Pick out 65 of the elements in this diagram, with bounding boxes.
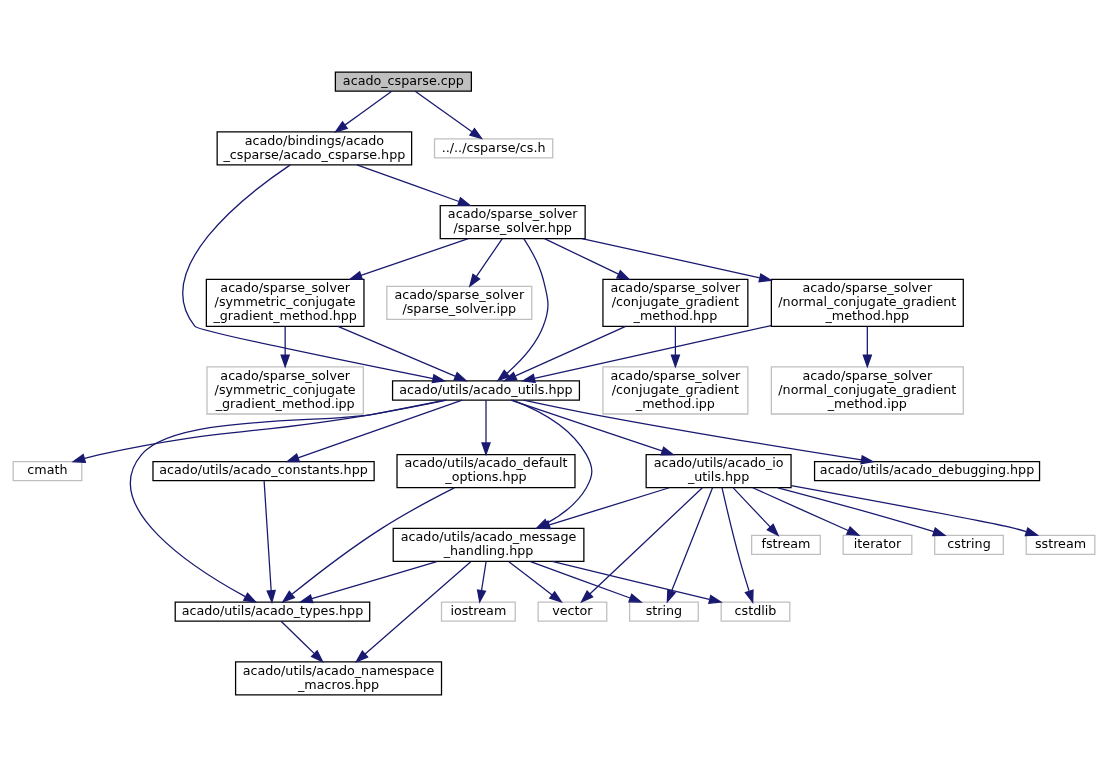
arrow: [71, 399, 448, 463]
node-box: acado/sparse_solver /symmetric_conjugate _gradient_method.ipp: [206, 366, 364, 415]
node-box: acado/utils/acado_namespace _macros.hpp: [234, 661, 443, 696]
node-box: vector: [537, 601, 608, 622]
arrow: [721, 487, 754, 604]
arrow: [476, 561, 487, 604]
node-box: iterator: [842, 534, 913, 556]
arrow: [790, 485, 1040, 537]
node-box: cstdlib: [720, 601, 791, 622]
node-box: string: [629, 601, 699, 622]
node-box: acado/utils/acado_constants.hpp: [152, 461, 375, 482]
arrow: [777, 487, 947, 537]
node-box: cmath: [12, 461, 83, 482]
arrow: [508, 561, 563, 604]
node-box: acado/utils/acado_debugging.hpp: [813, 461, 1041, 482]
arrow: [468, 238, 503, 288]
arrow: [510, 399, 675, 456]
arrow: [298, 560, 438, 604]
arrow: [182, 164, 447, 384]
arrow: [543, 237, 631, 281]
node-box: acado/sparse_solver /normal_conjugate_gradient _method.hpp: [770, 278, 964, 327]
arrow: [354, 561, 472, 663]
node-box: acado/sparse_solver /sparse_solver.hpp: [439, 204, 586, 240]
arrow: [502, 325, 627, 382]
node-box: acado/utils/acado_io _utils.hpp: [645, 454, 792, 489]
node-box: acado/bindings/acado _csparse/acado_csparse.hpp: [216, 131, 413, 166]
arrow: [263, 480, 277, 605]
arrow: [281, 487, 455, 603]
node-box: acado/sparse_solver /conjugate_gradient _method.hpp: [602, 278, 749, 327]
node-box: acado/utils/acado_types.hpp: [174, 601, 371, 622]
node-box: acado/sparse_solver /symmetric_conjugate _gradient_method.hpp: [205, 278, 365, 327]
arrow: [334, 90, 393, 133]
arrow: [529, 560, 643, 603]
node-box: acado/utils/acado_message _handling.hpp: [392, 527, 585, 563]
node-box: acado/sparse_solver /conjugate_gradient _method.ipp: [602, 366, 749, 415]
node-box: acado/utils/acado_default _options.hpp: [396, 454, 576, 489]
arrow: [521, 324, 772, 384]
node-box: fstream: [751, 534, 821, 556]
arrow: [280, 325, 291, 369]
arrow: [581, 237, 773, 283]
node-box: acado/utils/acado_utils.hpp: [391, 380, 581, 401]
node-box: sstream: [1025, 534, 1096, 556]
node-box: ../../csparse/cs.h: [433, 138, 554, 159]
arrow: [129, 399, 446, 603]
arrow: [356, 164, 472, 207]
arrow: [862, 325, 873, 369]
arrow: [285, 399, 463, 463]
node-box: acado_csparse.cpp: [334, 71, 472, 92]
arrow: [414, 90, 484, 140]
arrow: [666, 487, 714, 604]
node-box: acado/sparse_solver /normal_conjugate_gradient _method.ipp: [770, 366, 964, 415]
arrow: [348, 237, 469, 280]
arrow: [337, 325, 468, 382]
arrow: [580, 487, 704, 604]
arrow: [496, 237, 549, 382]
node-box: acado/sparse_solver /sparse_solver.ipp: [386, 285, 533, 320]
arrow: [752, 487, 861, 537]
arrow: [551, 560, 723, 605]
arrow: [732, 487, 780, 537]
arrow: [670, 325, 681, 369]
arrow: [481, 399, 491, 457]
node-box: cstring: [934, 534, 1004, 556]
arrow: [280, 620, 324, 663]
arrow: [522, 399, 875, 465]
node-box: iostream: [440, 601, 516, 622]
